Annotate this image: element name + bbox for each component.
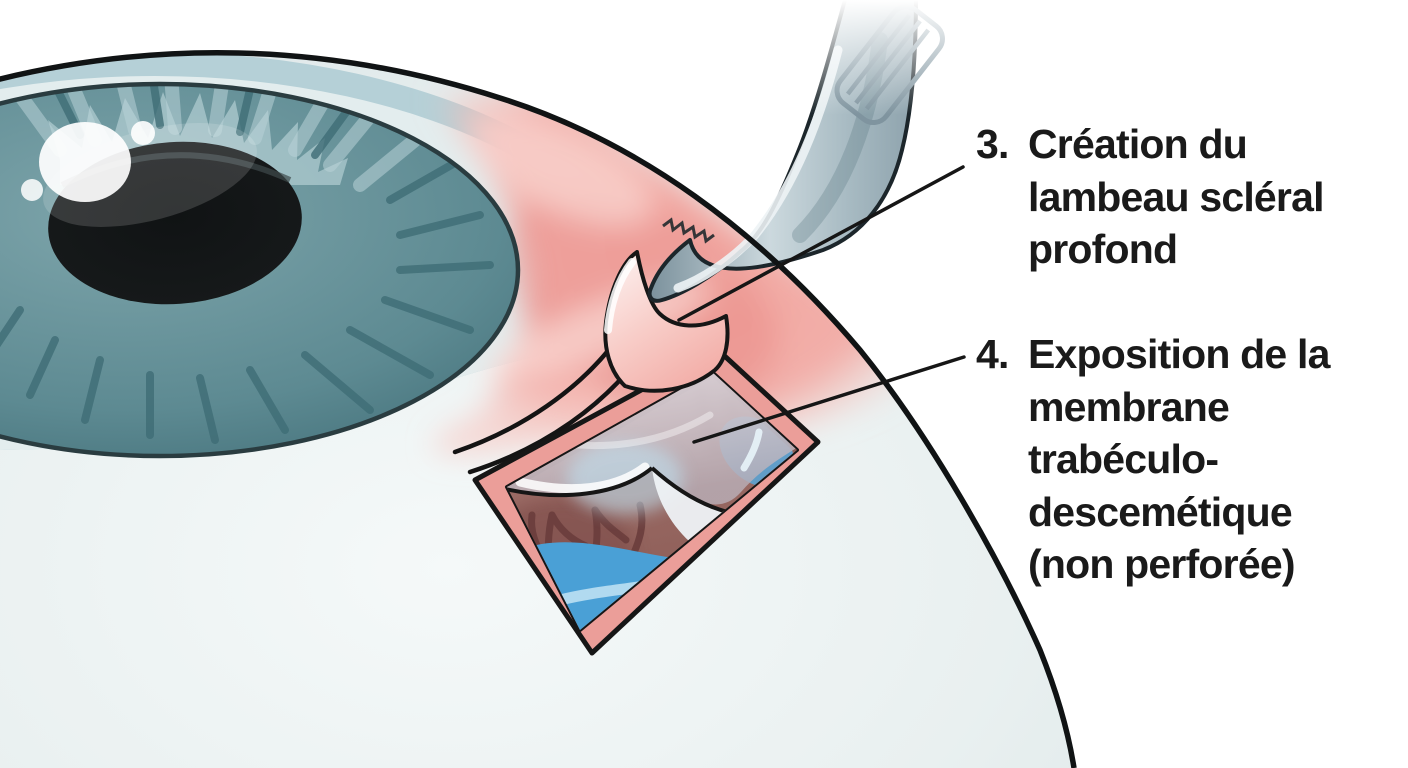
label-step-3: 3. Création du lambeau scléral profond: [976, 118, 1324, 276]
eye-highlight-tiny: [21, 179, 43, 201]
leader-lines: [677, 165, 966, 444]
label-4-line-1: Exposition de la: [1028, 331, 1330, 377]
scleral-flap: [603, 250, 730, 393]
trabeculo-descemetic-membrane: [507, 372, 797, 545]
leader-line-4: [692, 355, 966, 444]
label-4-line-4: descemétique: [1028, 488, 1293, 535]
leader-line-3: [677, 165, 965, 322]
label-3-number: 3.: [976, 121, 1009, 167]
label-4-line-2: membrane: [1028, 383, 1230, 430]
label-3-line-3: profond: [1028, 226, 1178, 272]
surgical-forceps: [647, 0, 1040, 303]
flap-cut-edge-highlight: [604, 258, 636, 334]
label-3-text: Création du lambeau scléral profond: [1028, 118, 1324, 276]
label-4-line-5: (non perforée): [1028, 541, 1296, 587]
forceps-top-fade: [740, 0, 1040, 115]
forceps-serration: [662, 217, 715, 244]
label-4-text: Exposition de la membrane trabéculo- des…: [1028, 328, 1330, 591]
label-4-number: 4.: [976, 331, 1009, 377]
membrane-edge-highlight: [515, 462, 650, 494]
curl-highlight: [740, 428, 763, 472]
label-4-line-3: trabéculo-: [1028, 436, 1219, 482]
label-3-line-2: lambeau scléral: [1028, 173, 1324, 220]
eyeball-outline: [0, 50, 1077, 768]
eye-highlight-small: [131, 121, 155, 145]
eye-highlight-large: [39, 122, 131, 202]
iris-outline: [0, 81, 521, 459]
membrane-fold-edge: [507, 466, 654, 498]
eye-sheen: [43, 123, 257, 227]
label-3-line-1: Création du: [1028, 121, 1248, 167]
label-step-4: 4. Exposition de la membrane trabéculo- …: [976, 328, 1330, 591]
aqueous-fluid: [507, 440, 797, 630]
